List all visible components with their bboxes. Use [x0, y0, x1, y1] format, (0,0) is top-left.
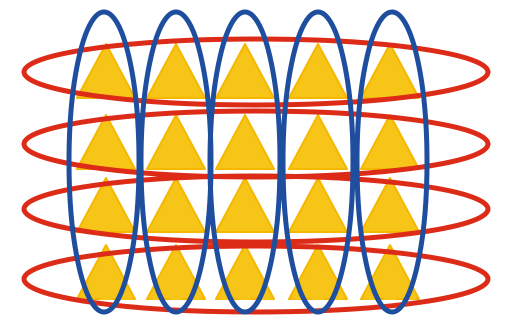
- triangle-r1-c2: [147, 44, 205, 98]
- triangle-r2-c3: [216, 115, 274, 169]
- triangle-r1-c4: [289, 44, 347, 98]
- triangle-r3-c3: [216, 178, 274, 232]
- triangle-r1-c3: [216, 44, 274, 98]
- triangle-r2-c5: [361, 115, 419, 169]
- triangle-r3-c4: [289, 178, 347, 232]
- triangle-r2-c2: [147, 115, 205, 169]
- triangle-r2-c4: [289, 115, 347, 169]
- triangle-r3-c2: [147, 178, 205, 232]
